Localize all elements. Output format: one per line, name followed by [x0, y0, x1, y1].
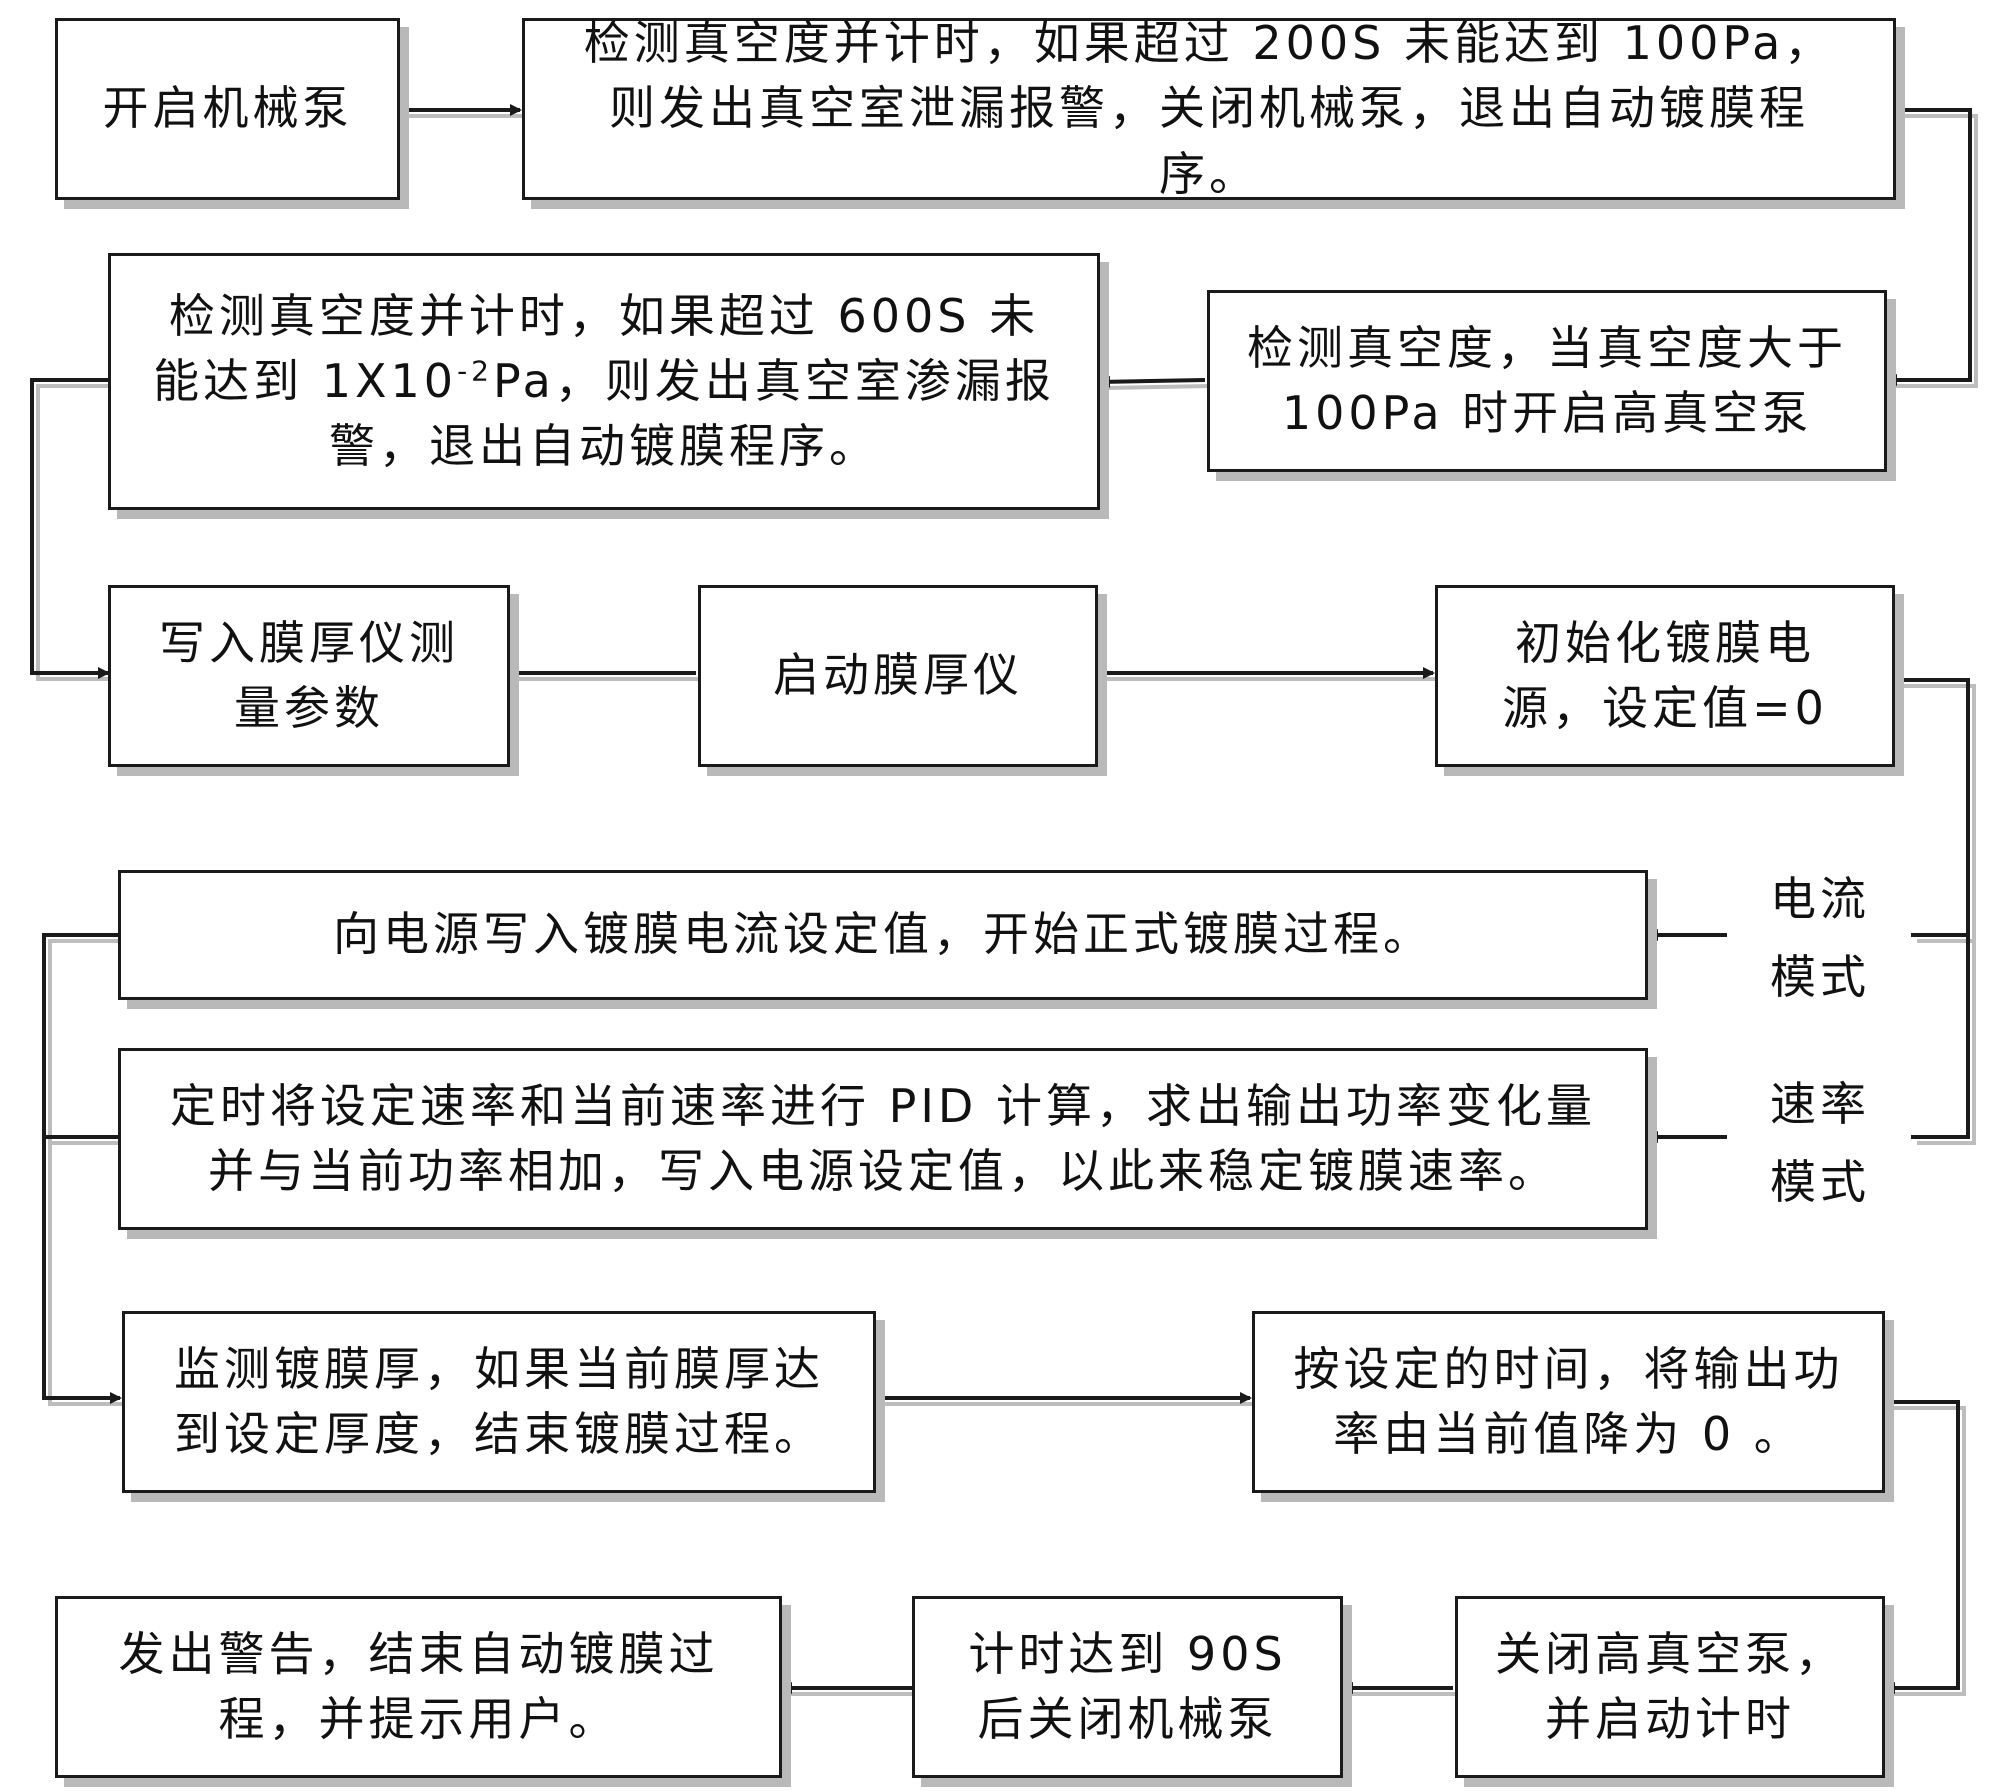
node-start-mechanical-pump-text: 开启机械泵	[102, 81, 353, 136]
node-start-mechanical-pump: 开启机械泵	[55, 18, 400, 200]
node-ramp-down-power: 按设定的时间，将输出功率由当前值降为 0 。	[1252, 1311, 1885, 1493]
node-check-vacuum-200s: 检测真空度并计时，如果超过 200S 未能达到 100Pa，则发出真空室泄漏报警…	[522, 16, 1896, 201]
node-pid-rate-control: 定时将设定速率和当前速率进行 PID 计算，求出输出功率变化量并与当前功率相加，…	[118, 1048, 1648, 1230]
link-init-power-branch	[1895, 678, 1970, 1139]
link-ramp-to-close-high	[1883, 1400, 1960, 1694]
link-check600-to-write-params	[30, 378, 110, 679]
node-warn-and-end: 发出警告，结束自动镀膜过程，并提示用户。	[55, 1596, 782, 1778]
node-warn-and-end-text: 发出警告，结束自动镀膜过程，并提示用户。	[118, 1626, 719, 1746]
node-close-high-vacuum-pump-text: 关闭高真空泵，并启动计时	[1495, 1626, 1845, 1746]
node-write-thickness-params: 写入膜厚仪测量参数	[108, 585, 510, 767]
node-check-vacuum-600s-text-b: Pa，则发出真空室渗漏报警，退出自动镀膜程序。	[329, 353, 1055, 474]
branch-label-current-mode: 电流模式	[1760, 860, 1880, 1016]
node-close-mechanical-pump-text: 计时达到 90S 后关闭机械泵	[968, 1626, 1306, 1746]
node-write-current-setpoint-text: 向电源写入镀膜电流设定值，开始正式镀膜过程。	[333, 907, 1433, 962]
branch-label-rate-mode-text: 速率模式	[1770, 1077, 1870, 1210]
node-monitor-thickness-text: 监测镀膜厚，如果当前膜厚达到设定厚度，结束镀膜过程。	[174, 1341, 824, 1461]
node-init-power: 初始化镀膜电源，设定值=0	[1435, 585, 1895, 767]
node-pid-rate-control-text: 定时将设定速率和当前速率进行 PID 计算，求出输出功率变化量并与当前功率相加，…	[170, 1078, 1596, 1198]
branch-label-rate-mode: 速率模式	[1760, 1065, 1880, 1221]
node-check-vacuum-600s: 检测真空度并计时，如果超过 600S 未能达到 1X10-2Pa，则发出真空室渗…	[108, 253, 1100, 510]
branch-label-current-mode-text: 电流模式	[1770, 872, 1870, 1005]
node-check-vacuum-100pa-text: 检测真空度，当真空度大于 100Pa 时开启高真空泵	[1247, 320, 1866, 440]
link-write-current-to-monitor	[42, 933, 122, 1404]
node-check-vacuum-100pa: 检测真空度，当真空度大于 100Pa 时开启高真空泵	[1207, 290, 1887, 472]
node-check-vacuum-600s-text: 检测真空度并计时，如果超过 600S 未能达到 1X10-2Pa，则发出真空室渗…	[147, 284, 1061, 480]
node-ramp-down-power-text: 按设定的时间，将输出功率由当前值降为 0 。	[1293, 1341, 1844, 1461]
node-close-mechanical-pump: 计时达到 90S 后关闭机械泵	[912, 1596, 1343, 1778]
node-check-vacuum-600s-exponent: -2	[457, 354, 493, 388]
link-check200-to-check100pa	[1885, 108, 1972, 386]
node-close-high-vacuum-pump: 关闭高真空泵，并启动计时	[1455, 1596, 1885, 1778]
node-check-vacuum-600s-text-a: 检测真空度并计时，如果超过 600S 未能达到 1X10	[153, 288, 1040, 408]
link-check100pa-to-check600	[1098, 375, 1206, 388]
node-check-vacuum-200s-text: 检测真空度并计时，如果超过 200S 未能达到 100Pa，则发出真空室泄漏报警…	[583, 16, 1835, 201]
node-start-thickness-meter-text: 启动膜厚仪	[773, 648, 1023, 703]
node-monitor-thickness: 监测镀膜厚，如果当前膜厚达到设定厚度，结束镀膜过程。	[122, 1311, 876, 1493]
node-write-thickness-params-text: 写入膜厚仪测量参数	[159, 615, 459, 735]
node-write-current-setpoint: 向电源写入镀膜电流设定值，开始正式镀膜过程。	[118, 870, 1648, 1000]
node-start-thickness-meter: 启动膜厚仪	[698, 585, 1098, 767]
node-init-power-text: 初始化镀膜电源，设定值=0	[1502, 615, 1828, 735]
